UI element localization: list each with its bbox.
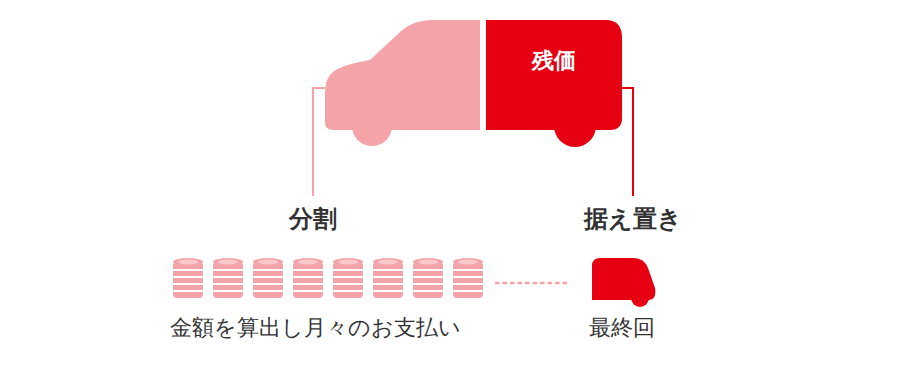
coin-stack (253, 258, 283, 298)
coin-stack (373, 258, 403, 298)
description-text: 金額を算出し月々のお支払い (170, 315, 461, 341)
car-body-red (486, 20, 622, 130)
coin-stack (293, 258, 323, 298)
coin-stack (333, 258, 363, 298)
section-heading: 分割 (289, 205, 337, 234)
residual-value-part: 残価 (486, 20, 622, 130)
small-car-icon (592, 258, 655, 307)
part-label: 残価 (532, 46, 576, 76)
car-wheel-red (554, 105, 596, 147)
car-front-part (325, 20, 480, 146)
dotted-line (496, 282, 566, 285)
leader-line (622, 88, 633, 196)
coin-stack (173, 258, 203, 298)
section-heading: 据え置き (584, 205, 682, 234)
coin-stack (413, 258, 443, 298)
car-body-pink (325, 20, 480, 130)
leader-line (313, 88, 325, 196)
car-body-red (486, 20, 622, 130)
coin-stack (453, 258, 483, 298)
coin-stack (213, 258, 243, 298)
description-text: 最終回 (589, 315, 655, 341)
car-wheel-pink (352, 106, 392, 146)
